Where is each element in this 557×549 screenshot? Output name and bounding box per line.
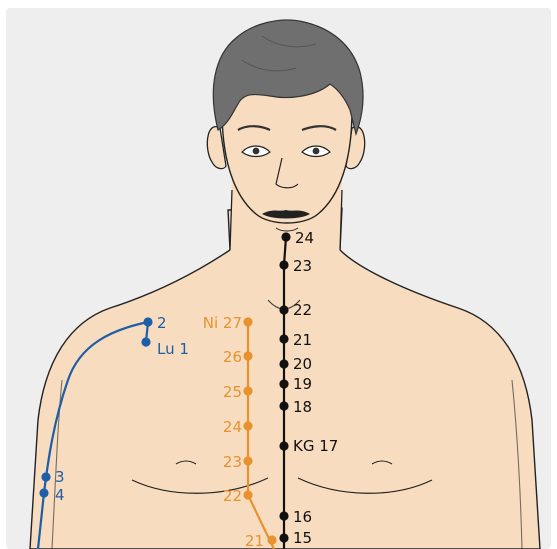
cv-point-label: 22: [293, 301, 312, 319]
cv-point: [279, 359, 288, 368]
lung-point-label: 2: [157, 314, 167, 332]
kidney-point-label: 25: [223, 383, 242, 401]
cv-point: [279, 511, 288, 520]
kidney-point: [243, 421, 252, 430]
cv-point-label: 23: [293, 257, 312, 275]
kidney-point-label: 22: [223, 487, 242, 505]
cv-point-label: 24: [295, 229, 314, 247]
kidney-point: [243, 351, 252, 360]
cv-point: [279, 441, 288, 450]
lung-point: [141, 337, 150, 346]
cv-point-label: 21: [293, 331, 312, 349]
kidney-point-label: Ni 27: [203, 314, 242, 332]
cv-point-label: 16: [293, 508, 312, 526]
kidney-point-label: 21: [245, 532, 264, 549]
kidney-point: [243, 386, 252, 395]
kidney-point: [267, 535, 276, 544]
left-pupil: [253, 148, 260, 155]
cv-point-label: 15: [293, 529, 312, 547]
cv-point-label: 20: [293, 355, 312, 373]
cv-point: [279, 379, 288, 388]
kidney-point: [243, 317, 252, 326]
cv-point: [279, 334, 288, 343]
cv-point: [279, 533, 288, 542]
kidney-point-label: 24: [223, 418, 242, 436]
cv-point-label: 18: [293, 398, 312, 416]
kidney-point-label: 23: [223, 453, 242, 471]
lung-point-label: 4: [55, 486, 65, 504]
kidney-point: [243, 456, 252, 465]
cv-point: [279, 260, 288, 269]
lung-point-label: 3: [55, 468, 65, 486]
lung-point-label: Lu 1: [157, 340, 189, 358]
lung-point: [39, 488, 48, 497]
kidney-point: [243, 490, 252, 499]
cv-point-label: 19: [293, 375, 312, 393]
cv-point-label: KG 17: [293, 437, 338, 455]
lung-point: [41, 472, 50, 481]
cv-point: [279, 401, 288, 410]
lung-point: [143, 317, 152, 326]
cv-point: [281, 232, 290, 241]
right-pupil: [313, 148, 320, 155]
kidney-point-label: 26: [223, 348, 242, 366]
cv-point: [279, 305, 288, 314]
